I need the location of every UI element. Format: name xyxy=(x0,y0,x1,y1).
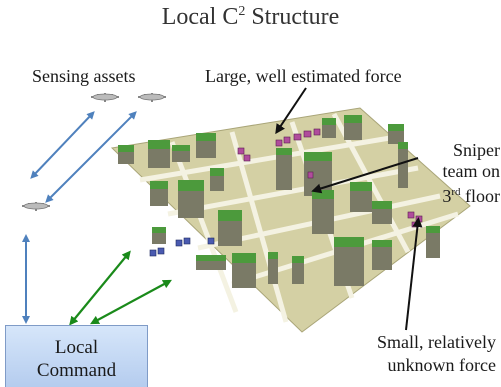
small-force-label: Small, relatively unknown force xyxy=(330,332,496,378)
building xyxy=(218,210,242,246)
building xyxy=(322,118,336,138)
small-force-callout xyxy=(405,217,423,331)
sniper-team-label: Sniper team on 3rd floor xyxy=(418,140,500,206)
building xyxy=(372,201,392,224)
building xyxy=(152,227,166,244)
building xyxy=(148,140,170,168)
building xyxy=(210,168,224,191)
building xyxy=(172,145,190,162)
sniper-line-2: team on xyxy=(442,161,500,181)
command-link-arrow xyxy=(69,250,131,326)
building xyxy=(292,256,304,284)
building xyxy=(150,181,168,206)
sniper-team-marker xyxy=(307,171,314,179)
building xyxy=(344,115,362,140)
city-buildings xyxy=(118,115,440,288)
uav-icon xyxy=(91,93,119,102)
large-force-label: Large, well estimated force xyxy=(205,66,402,86)
building xyxy=(276,148,292,190)
uav-icon xyxy=(138,93,166,102)
friendly-vehicles xyxy=(149,237,215,257)
command-line-2: Command xyxy=(36,360,117,381)
command-links xyxy=(69,250,172,326)
large-force-callout xyxy=(275,87,307,135)
callout-arrows xyxy=(275,87,423,331)
command-line-1: Local xyxy=(54,337,99,358)
small-line-1: Small, relatively xyxy=(377,332,496,352)
building xyxy=(196,133,216,158)
building xyxy=(372,240,392,270)
slide-title: Local C2 Structure xyxy=(0,4,501,31)
sniper-line-1: Sniper xyxy=(453,140,500,160)
large-force-vehicles xyxy=(237,128,321,162)
building xyxy=(232,253,256,288)
building xyxy=(398,142,408,188)
building xyxy=(178,180,204,218)
title-superscript: 2 xyxy=(238,4,246,19)
sensor-links xyxy=(22,111,137,324)
sensor-link-arrow xyxy=(45,111,137,203)
local-command-box: Local Command xyxy=(5,325,148,387)
title-rest: Structure xyxy=(245,4,340,30)
sniper-line-3: 3rd floor xyxy=(442,186,500,206)
building xyxy=(312,190,334,234)
title-main: Local C xyxy=(161,4,239,30)
command-link-arrow xyxy=(90,279,172,325)
building xyxy=(350,182,372,212)
building xyxy=(426,226,440,258)
city-model xyxy=(110,107,471,333)
sensor-link-arrow xyxy=(30,111,95,179)
building xyxy=(268,252,278,284)
sensing-assets-label: Sensing assets xyxy=(32,66,136,86)
building xyxy=(118,145,134,164)
uav-icon xyxy=(22,202,50,211)
city-streets xyxy=(139,112,459,323)
building xyxy=(196,255,226,270)
sniper-callout xyxy=(311,157,419,194)
building xyxy=(388,124,404,144)
building xyxy=(334,237,364,286)
small-line-2: unknown force xyxy=(387,355,496,375)
